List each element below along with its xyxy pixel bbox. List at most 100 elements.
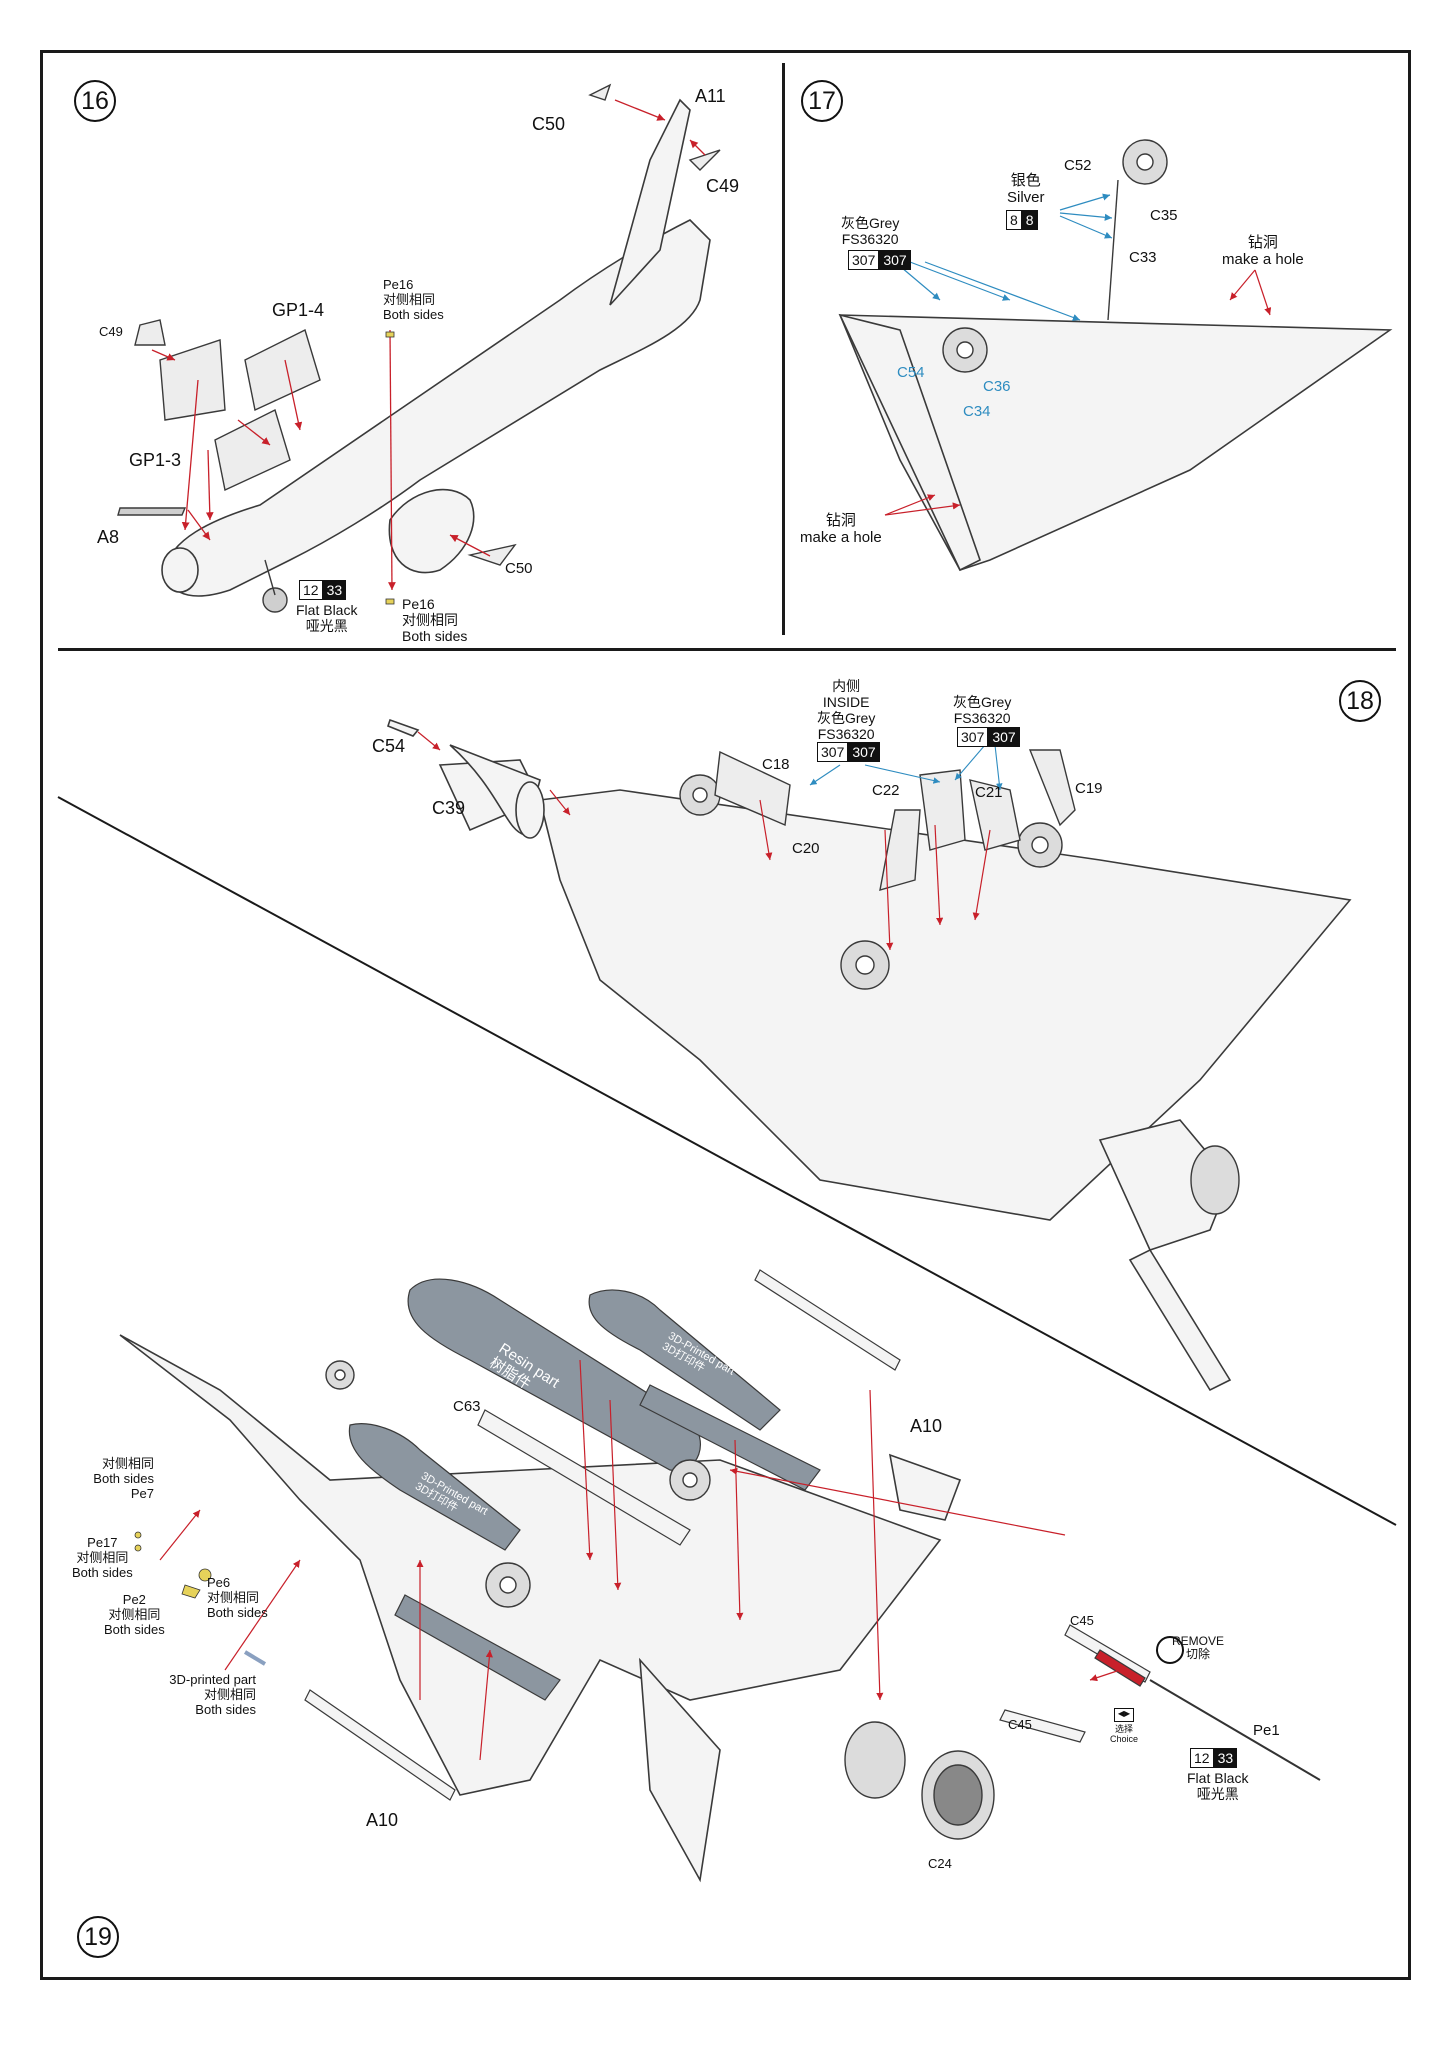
pe6-code: Pe6 [207, 1575, 231, 1590]
printed-pylon-upper [639, 1384, 821, 1491]
pe7-code: Pe7 [130, 1486, 154, 1501]
printed-bomb-upper [588, 1289, 781, 1431]
label-gp1-4: GP1-4 [272, 300, 325, 320]
label-c21: C21 [975, 784, 1003, 801]
silver-paint: 银色 Silver [1007, 172, 1045, 206]
label-c35: C35 [1150, 207, 1178, 224]
printed-side-both: Both sides [195, 1702, 256, 1717]
pe17-cn: 对侧相同 [76, 1550, 129, 1565]
pe16-bottom-code: Pe16 [402, 596, 435, 612]
label-c36-blue: C36 [983, 378, 1011, 395]
label-c33: C33 [1129, 249, 1157, 266]
pe16-top-en: Both sides [383, 307, 444, 322]
paint-code-b: 33 [322, 580, 347, 600]
step-number-17: 17 [801, 80, 843, 122]
label-pe6: Pe6 对侧相同 Both sides [207, 1575, 268, 1620]
paint19-name-cn: 哑光黑 [1196, 1786, 1239, 1802]
hole-bottom-en: make a hole [800, 529, 882, 546]
pe17-code: Pe17 [87, 1535, 118, 1550]
pe6-cn: 对侧相同 [207, 1590, 260, 1605]
label-printed-side: 3D-printed part 对侧相同 Both sides [148, 1672, 256, 1717]
choice-icon: ◀▶ [1114, 1708, 1134, 1722]
label-pe7: 对侧相同 Both sides Pe7 [76, 1456, 154, 1501]
missile-a10-bottom [304, 1689, 456, 1801]
grey-18-fs: FS36320 [953, 710, 1011, 726]
label-c52: C52 [1064, 157, 1092, 174]
choice-cn: 选择 [1115, 1724, 1134, 1734]
step-number-19: 19 [77, 1916, 119, 1958]
paint-code-a: 12 [299, 580, 323, 600]
step18-nose-cone [387, 718, 545, 839]
label-c39: C39 [432, 798, 466, 818]
label-pe16-top: Pe16 对侧相同 Both sides [383, 277, 444, 322]
label-c20: C20 [792, 840, 820, 857]
inside-paint-18: 内侧 INSIDE 灰色Grey FS36320 [817, 678, 875, 742]
step17-wheels [942, 139, 1168, 373]
paint-name-16: Flat Black 哑光黑 [296, 602, 357, 634]
remove-cn: 切除 [1186, 1647, 1211, 1661]
label-c45-top: C45 [1070, 1613, 1094, 1628]
pe16-bottom-cn: 对侧相同 [402, 612, 458, 628]
paint-name-19: Flat Black 哑光黑 [1187, 1770, 1248, 1802]
label-c50-top: C50 [532, 114, 566, 134]
step17-arrows-red [884, 269, 1272, 516]
choice-note: ◀▶ 选择 Choice [1110, 1708, 1138, 1744]
label-pe1: Pe1 [1253, 1722, 1280, 1739]
silver-code-a: 8 [1006, 210, 1022, 230]
pe16-top-part [385, 331, 395, 338]
label-c54: C54 [372, 736, 406, 756]
label-a11: A11 [695, 86, 726, 106]
paint-name-cn: 哑光黑 [305, 618, 348, 634]
label-c49-right: C49 [706, 176, 740, 196]
step18-arrows [417, 731, 991, 951]
label-c50-bottom: C50 [505, 560, 533, 577]
grey-18-code-b: 307 [988, 727, 1020, 747]
grey-17-code-b: 307 [879, 250, 911, 270]
step18-doors [714, 749, 1076, 891]
grey-17-fs: FS36320 [841, 231, 899, 247]
step16-arrows [151, 99, 706, 591]
printed-pylon-lower [394, 1594, 561, 1701]
step17-wing [838, 313, 1393, 572]
diagonal-separator [57, 796, 1397, 1526]
step-number-16: 16 [74, 80, 116, 122]
inside-cn: 内侧 [832, 678, 861, 694]
inside-grey: 灰色Grey [817, 710, 876, 726]
silver-cn: 银色 [1010, 172, 1041, 189]
step19-stores [304, 1269, 901, 1801]
pe2-en: Both sides [104, 1622, 165, 1637]
label-a8: A8 [97, 527, 120, 547]
label-c49-left: C49 [99, 324, 123, 339]
step-number-18: 18 [1339, 680, 1381, 722]
grey-17-code-a: 307 [848, 250, 880, 270]
printed-side-cn: 对侧相同 [203, 1687, 256, 1702]
inside-code-b: 307 [848, 742, 880, 762]
pe16-top-cn: 对侧相同 [383, 292, 436, 307]
pe6-en: Both sides [207, 1605, 268, 1620]
pylon-c63 [477, 1409, 691, 1546]
pe16-bottom-part [385, 598, 395, 605]
label-c54-blue: C54 [897, 364, 925, 381]
remove-note: REMOVE 切除 [1172, 1635, 1224, 1661]
paint19-code-b: 33 [1213, 1748, 1238, 1768]
silver-en: Silver [1007, 189, 1045, 206]
paint19-code-a: 12 [1190, 1748, 1214, 1768]
pe16-top-code: Pe16 [383, 277, 414, 292]
label-c24: C24 [928, 1856, 952, 1871]
hole-bottom: 钻洞 make a hole [800, 512, 882, 546]
label-pe17: Pe17 对侧相同 Both sides [72, 1535, 133, 1580]
step19-aircraft [119, 1334, 962, 1883]
step17-arrows-blue [894, 193, 1113, 321]
hole-top-en: make a hole [1222, 251, 1304, 268]
grey-paint-18: 灰色Grey FS36320 [953, 694, 1011, 726]
pe16-bottom-en: Both sides [402, 628, 468, 644]
paint-name-en: Flat Black [296, 602, 358, 618]
step16-canopies [134, 83, 721, 566]
hole-top-cn: 钻洞 [1247, 234, 1278, 251]
